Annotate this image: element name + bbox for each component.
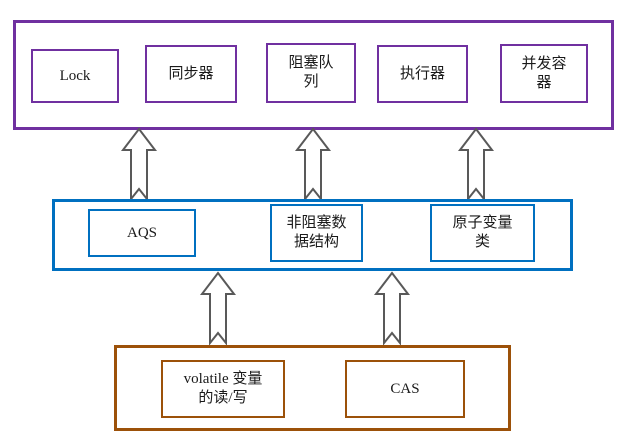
- up-arrow-4: [199, 271, 237, 346]
- up-arrow-2: [294, 127, 332, 202]
- up-arrow-3: [457, 127, 495, 202]
- node-concurrent-container[interactable]: 并发容器: [500, 44, 588, 103]
- node-synchronizer-label: 同步器: [168, 65, 214, 82]
- node-volatile-rw[interactable]: volatile 变量的读/写: [161, 360, 285, 418]
- node-aqs-label: AQS: [126, 224, 157, 241]
- node-blocking-queue-label: 阻塞队列: [288, 55, 334, 90]
- node-volatile-rw-label: volatile 变量的读/写: [183, 371, 263, 406]
- node-executor-label: 执行器: [399, 65, 445, 82]
- node-synchronizer[interactable]: 同步器: [145, 45, 237, 103]
- node-executor[interactable]: 执行器: [377, 45, 468, 103]
- node-nonblocking-ds-label: 非阻塞数据结构: [286, 215, 347, 250]
- node-aqs[interactable]: AQS: [88, 209, 196, 257]
- node-cas-label: CAS: [390, 380, 420, 397]
- up-arrow-5: [373, 271, 411, 346]
- node-blocking-queue[interactable]: 阻塞队列: [266, 43, 356, 103]
- node-lock[interactable]: Lock: [31, 49, 119, 103]
- node-concurrent-container-label: 并发容器: [521, 55, 567, 91]
- node-nonblocking-ds[interactable]: 非阻塞数据结构: [270, 204, 363, 262]
- up-arrow-1: [120, 127, 158, 202]
- node-atomic-vars[interactable]: 原子变量类: [430, 204, 535, 262]
- node-atomic-vars-label: 原子变量类: [452, 215, 513, 250]
- node-lock-label: Lock: [59, 67, 91, 84]
- node-cas[interactable]: CAS: [345, 360, 465, 418]
